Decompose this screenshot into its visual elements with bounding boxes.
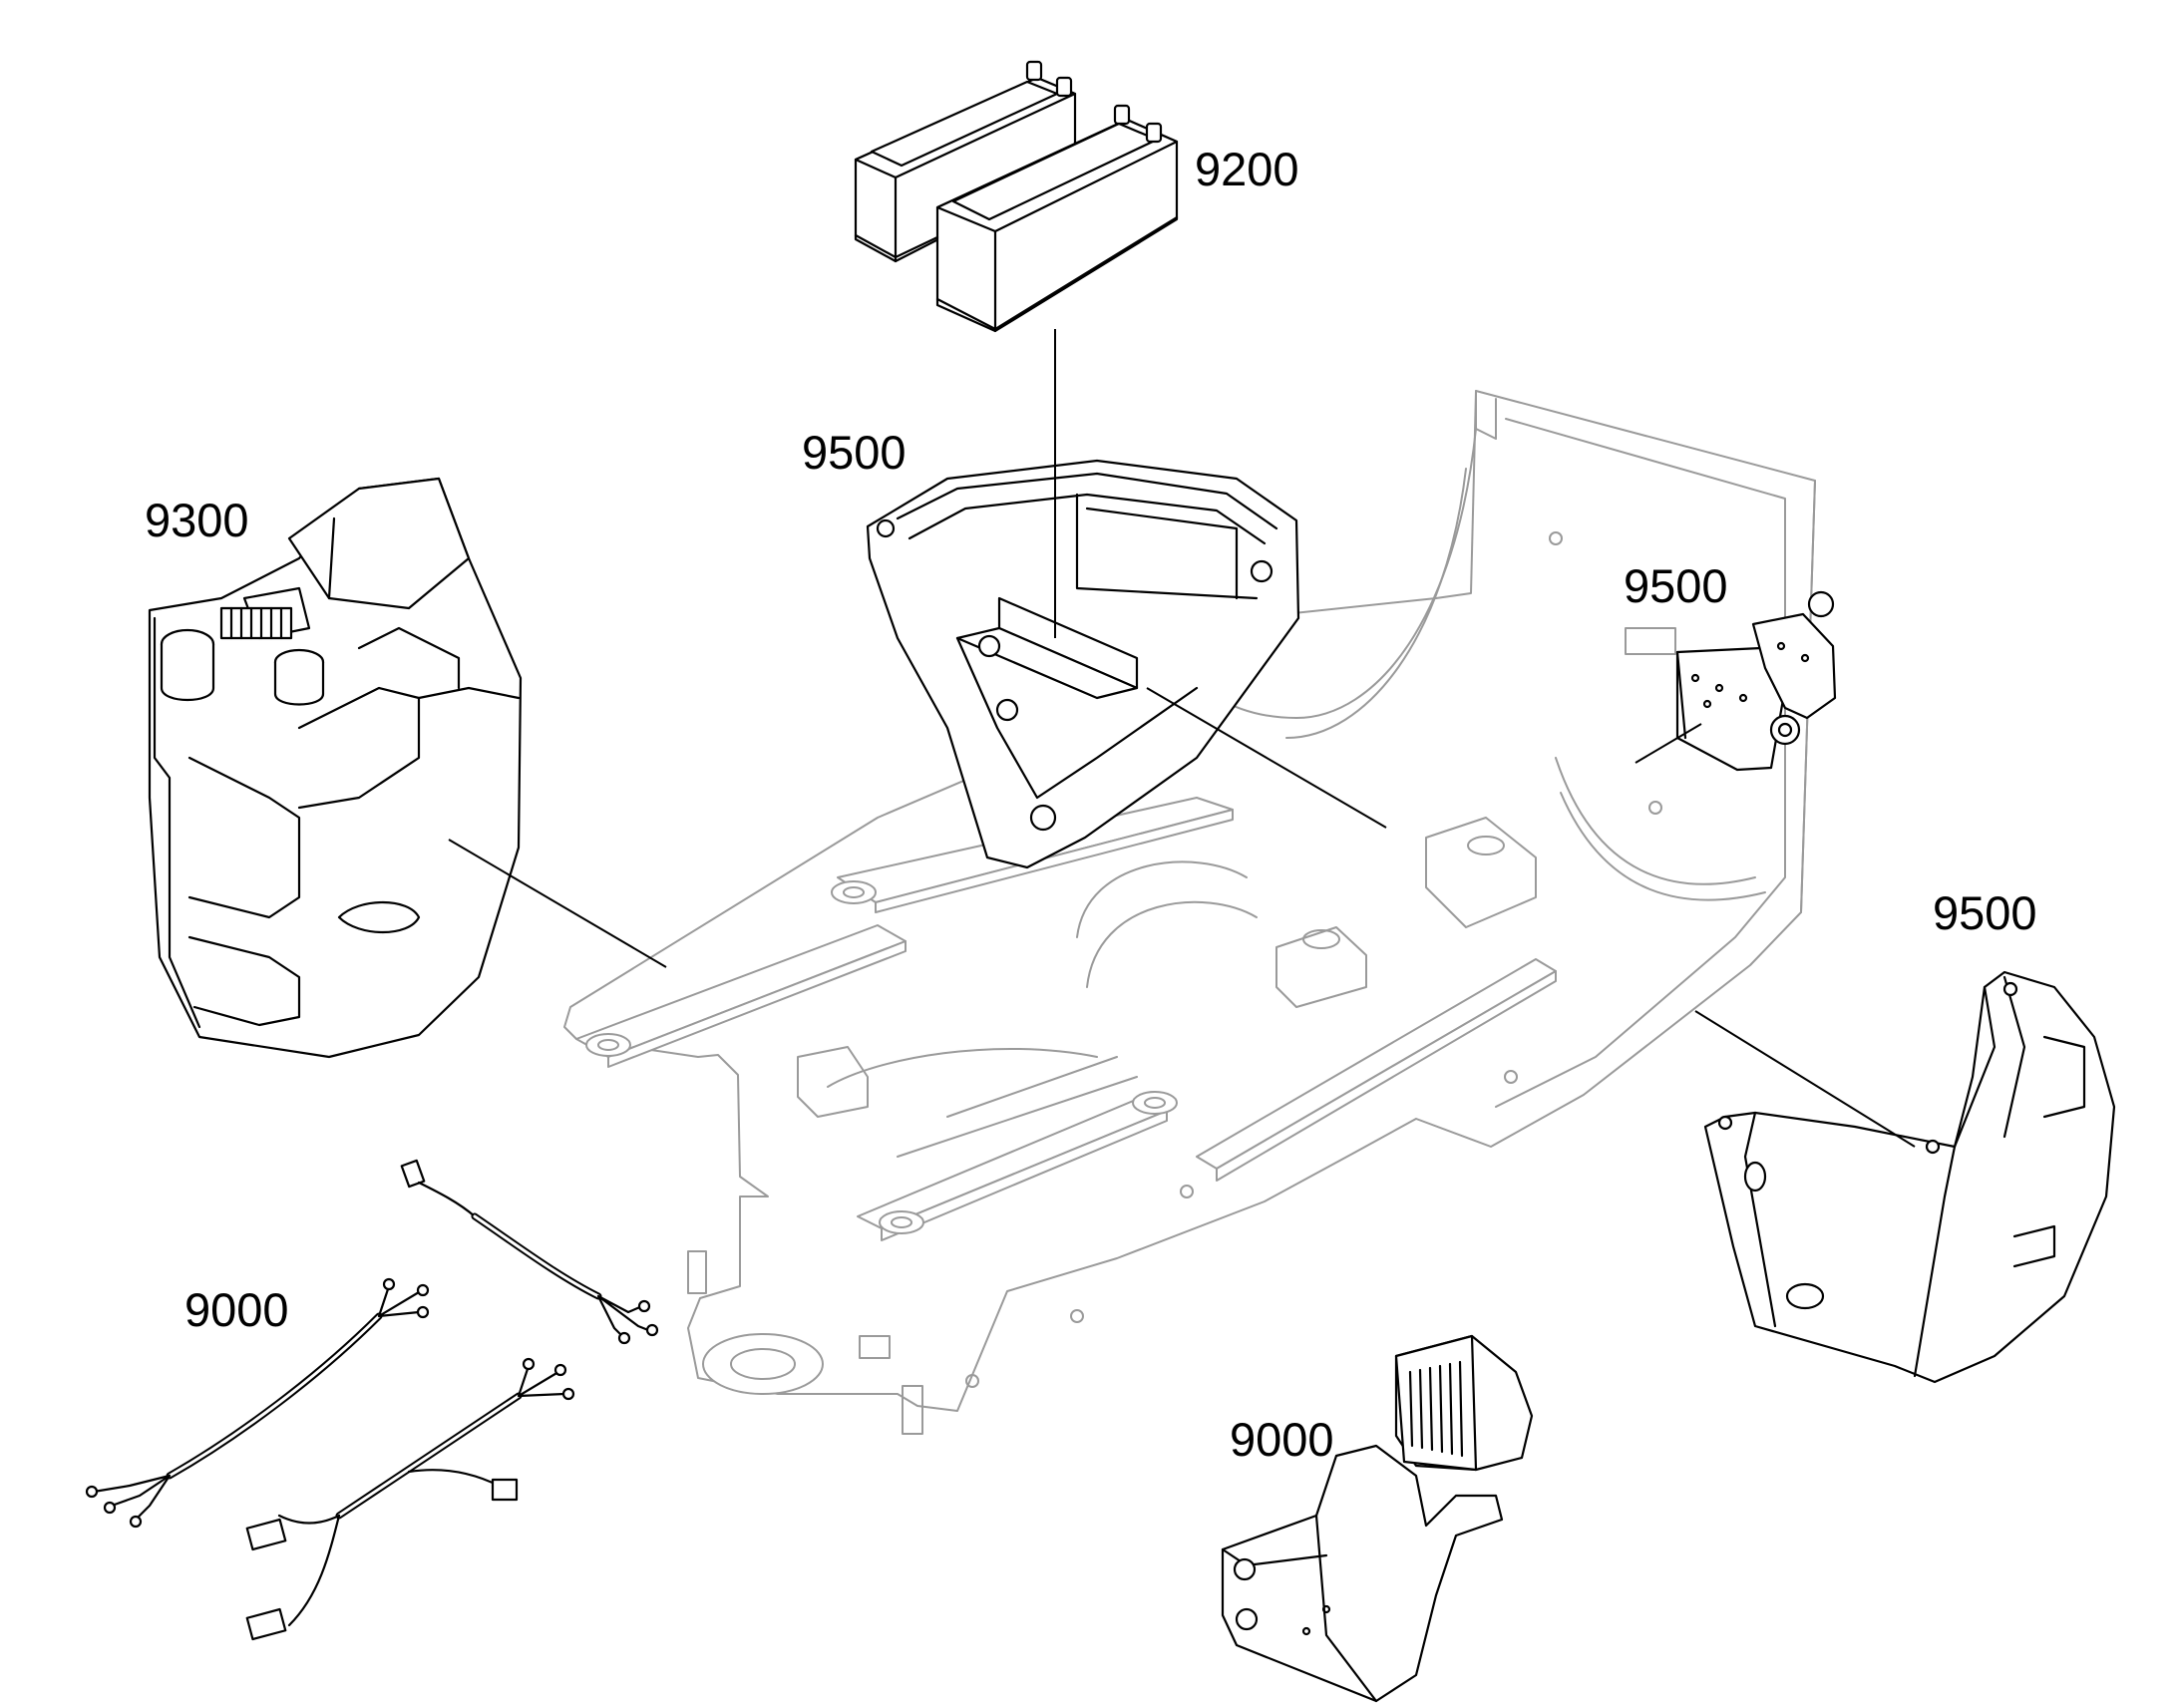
leader-cab-support — [1146, 687, 1387, 829]
fuel-tank — [148, 477, 523, 1059]
leader-fuel-tank — [448, 839, 667, 968]
rear-bracket — [1675, 590, 1837, 772]
callout-batteries: 9200 — [1195, 143, 1299, 195]
leader-lines — [448, 329, 1916, 1148]
callout-cab-support: 9500 — [802, 426, 907, 479]
batteries — [854, 60, 1179, 333]
harnesses — [85, 1159, 659, 1641]
counterweight — [1703, 970, 2116, 1384]
callout-counterweight: 9500 — [1933, 886, 2037, 939]
cab-support — [866, 459, 1300, 869]
callout-harnesses: 9000 — [184, 1283, 289, 1336]
callout-fuel-tank: 9300 — [145, 494, 249, 546]
callout-work-lamp: 9000 — [1230, 1413, 1334, 1466]
leader-counterweight — [1694, 1010, 1916, 1148]
callout-rear-bracket: 9500 — [1624, 559, 1728, 612]
work-lamp — [1221, 1334, 1534, 1703]
leader-rear-bracket — [1635, 723, 1702, 764]
